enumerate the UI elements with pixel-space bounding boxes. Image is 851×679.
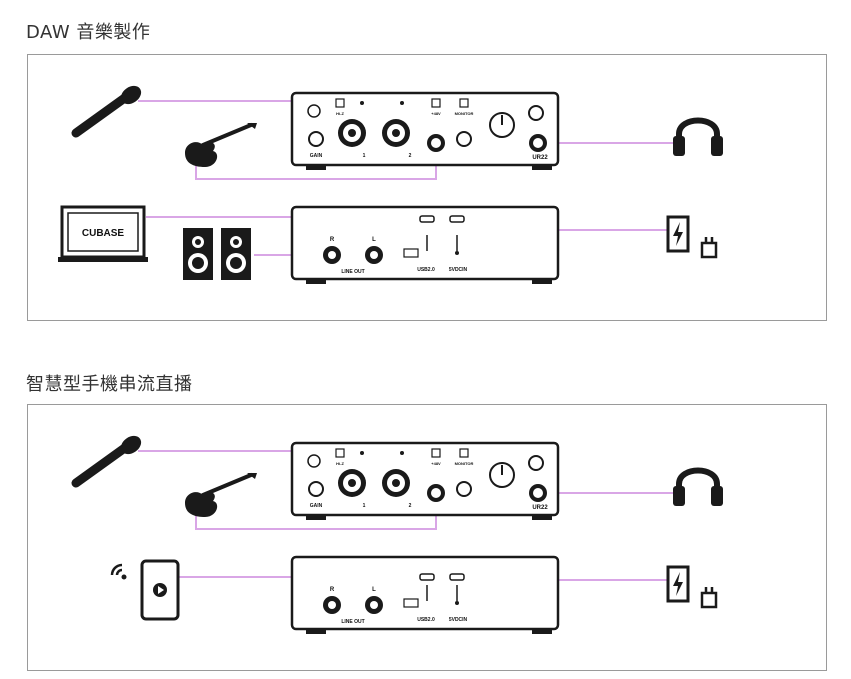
hiz-jack-inner: [431, 488, 441, 498]
section-title-streaming: 智慧型手機串流直播: [26, 374, 193, 395]
gain1-label: GAIN: [310, 503, 323, 509]
peak-led-2: [400, 101, 404, 105]
monitor-label: MONITOR: [455, 111, 474, 116]
ur22-front-panel: GAIN Hi-Z 1 2 +48V MONITOR UR22: [290, 441, 560, 520]
dc-connector-tip: [455, 601, 459, 605]
laptop-icon: CUBASE: [58, 205, 148, 262]
wifi-icon: [110, 563, 127, 580]
phantom-switch: [431, 98, 441, 108]
front-foot-left: [306, 515, 326, 520]
phantom-label: +48V: [431, 461, 441, 466]
hiz-switch: [335, 98, 345, 108]
front-panel-body: [290, 91, 560, 167]
microphone-icon: [71, 435, 142, 488]
usb-label: USB2.0: [417, 617, 435, 623]
monitor-switch: [459, 98, 469, 108]
usb-port: [419, 573, 435, 581]
out-l-label: L: [372, 587, 376, 593]
smartphone-icon: [140, 559, 180, 621]
headphones-icon: [673, 117, 723, 156]
front-foot-left: [306, 165, 326, 170]
monitor-label: MONITOR: [455, 461, 474, 466]
ch1-label: 1: [363, 503, 366, 509]
rear-foot-right: [532, 629, 552, 634]
out-r-label: R: [330, 587, 335, 593]
line-out-l-inner: [370, 601, 378, 609]
section-title-daw: DAW 音樂製作: [26, 22, 151, 43]
phones-jack-inner: [533, 138, 543, 148]
model-label: UR22: [532, 505, 548, 511]
peak-led-1: [360, 451, 364, 455]
line-out-label: LINE OUT: [341, 269, 364, 275]
rear-foot-right: [532, 279, 552, 284]
peak-led-1: [360, 101, 364, 105]
streaming-diagram: GAIN Hi-Z 1 2 +48V MONITOR UR22: [71, 435, 723, 634]
combo-input-1-core: [348, 129, 356, 137]
out-l-label: L: [372, 237, 376, 243]
model-label: UR22: [532, 155, 548, 161]
guitar-icon: [185, 123, 257, 167]
phantom-switch: [431, 448, 441, 458]
hiz-label: Hi-Z: [336, 111, 344, 116]
dc-in-port: [449, 215, 465, 223]
combo-input-2-core: [392, 129, 400, 137]
rear-panel-body: [290, 555, 560, 631]
daw-diagram: GAIN Hi-Z 1 2 +48V MONITOR UR22: [58, 85, 723, 284]
phones-jack-inner: [533, 488, 543, 498]
dc-in-port: [449, 573, 465, 581]
plug-icon: [700, 587, 718, 609]
gain1-knob: [308, 481, 324, 497]
ur22-rear-panel: R L LINE OUT USB2.0 5VDCIN: [290, 555, 560, 634]
usb-laptop-symbol: [403, 248, 419, 258]
dc-connector-tip: [455, 251, 459, 255]
logo-icon: [307, 454, 321, 468]
gain2-knob: [456, 481, 472, 497]
phones-knob: [528, 455, 544, 471]
power-bank-icon: [666, 565, 690, 603]
guitar-icon: [185, 473, 257, 517]
microphone-icon: [71, 85, 142, 138]
front-foot-right: [532, 165, 552, 170]
combo-input-1-core: [348, 479, 356, 487]
rear-foot-left: [306, 279, 326, 284]
ur22-front-panel: GAIN Hi-Z 1 2 +48V MONITOR UR22: [290, 91, 560, 170]
line-out-r-inner: [328, 251, 336, 259]
rear-foot-left: [306, 629, 326, 634]
front-foot-right: [532, 515, 552, 520]
plug-icon: [700, 237, 718, 259]
hiz-switch: [335, 448, 345, 458]
usb-port: [419, 215, 435, 223]
power-bank-icon: [666, 215, 690, 253]
gain1-label: GAIN: [310, 153, 323, 159]
ch2-label: 2: [409, 153, 412, 159]
combo-input-2-core: [392, 479, 400, 487]
ur22-rear-panel: R L LINE OUT USB2.0 5VDCIN: [290, 205, 560, 284]
streaming-diagram-panel: GAIN Hi-Z 1 2 +48V MONITOR UR22: [27, 404, 827, 671]
monitor-switch: [459, 448, 469, 458]
speakers-icon: [183, 228, 251, 280]
gain2-knob: [456, 131, 472, 147]
line-out-label: LINE OUT: [341, 619, 364, 625]
headphones-icon: [673, 467, 723, 506]
logo-icon: [307, 104, 321, 118]
out-r-label: R: [330, 237, 335, 243]
line-out-r-inner: [328, 601, 336, 609]
dcin-label: 5VDCIN: [449, 267, 468, 273]
hiz-label: Hi-Z: [336, 461, 344, 466]
gain1-knob: [308, 131, 324, 147]
phones-knob: [528, 105, 544, 121]
peak-led-2: [400, 451, 404, 455]
rear-panel-body: [290, 205, 560, 281]
front-panel-body: [290, 441, 560, 517]
phantom-label: +48V: [431, 111, 441, 116]
hiz-jack-inner: [431, 138, 441, 148]
dcin-label: 5VDCIN: [449, 617, 468, 623]
line-out-l-inner: [370, 251, 378, 259]
ch2-label: 2: [409, 503, 412, 509]
usb-label: USB2.0: [417, 267, 435, 273]
laptop-label: CUBASE: [82, 228, 125, 239]
usb-laptop-symbol: [403, 598, 419, 608]
daw-diagram-panel: GAIN Hi-Z 1 2 +48V MONITOR UR22: [27, 54, 827, 321]
ch1-label: 1: [363, 153, 366, 159]
